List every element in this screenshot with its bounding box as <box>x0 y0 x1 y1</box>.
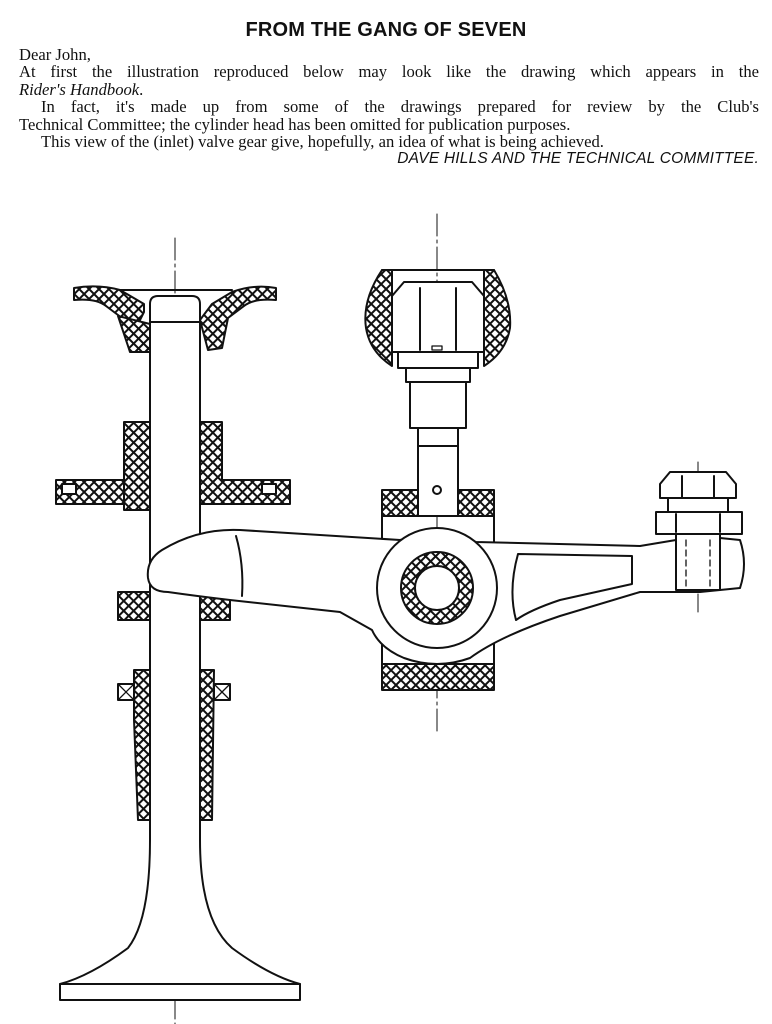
paragraph-2-line-1: In fact, it's made up from some of the d… <box>41 97 759 117</box>
paragraph-1-end: . <box>139 79 144 99</box>
paragraph-2-line-2: Technical Committee; the cylinder head h… <box>19 114 571 134</box>
lower-washer <box>117 591 231 621</box>
valve-gear-drawing <box>55 213 745 1024</box>
paragraph-1-line-2: Rider's Handbook. <box>19 81 759 98</box>
salutation: Dear John, <box>19 45 91 64</box>
paragraph-1-line-1: At first the illustration reproduced bel… <box>19 62 759 82</box>
rocker-spindle <box>376 527 498 649</box>
guide-boss <box>117 669 231 821</box>
valve <box>59 295 301 1001</box>
rocker-pedestal <box>381 489 495 691</box>
book-title: Rider's Handbook <box>19 79 140 99</box>
guide-flange <box>55 421 291 511</box>
signature: DAVE HILLS AND THE TECHNICAL COMMITTEE. <box>397 150 759 168</box>
letter-body: Dear John, At first the illustration rep… <box>19 46 759 168</box>
pushrod-adjuster <box>364 269 512 517</box>
paragraph-3: This view of the (inlet) valve gear give… <box>41 132 604 152</box>
article-title: FROM THE GANG OF SEVEN <box>245 19 527 41</box>
tappet-adjuster <box>655 471 743 591</box>
spring-collar <box>73 285 277 353</box>
